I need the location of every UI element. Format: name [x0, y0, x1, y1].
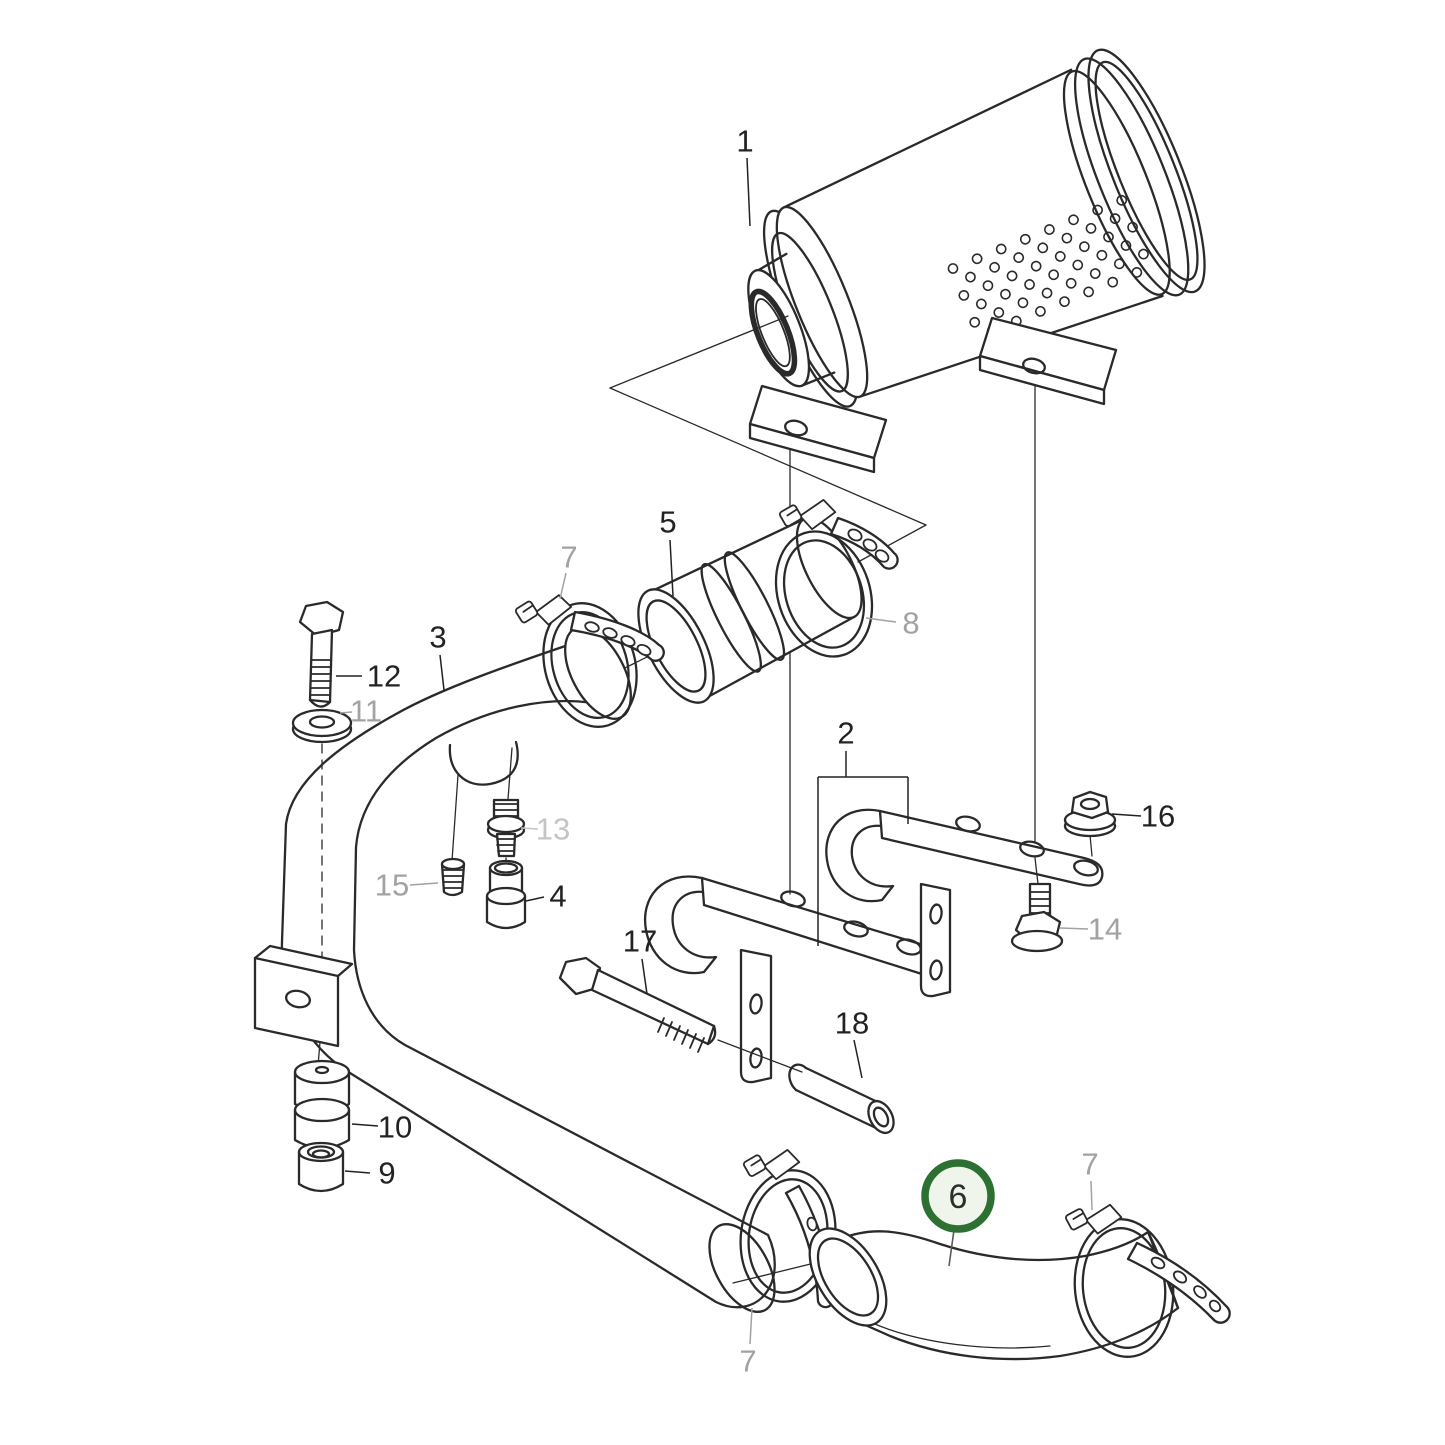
callout-leader-4-10 — [525, 896, 545, 902]
part-callout-18-14[interactable]: 18 — [835, 1006, 869, 1041]
part-callout-6-selected[interactable]: 6 — [949, 1178, 968, 1216]
callout-leader-13-8 — [520, 827, 539, 830]
part-callout-14-12[interactable]: 14 — [1088, 912, 1122, 947]
callout-leader-16-11 — [1111, 813, 1142, 817]
bolt-axis-line — [717, 1039, 803, 1073]
intake-pipe — [280, 626, 776, 1313]
part-callout-11-6[interactable]: 11 — [350, 694, 382, 729]
part-callout-12-5[interactable]: 12 — [367, 659, 401, 694]
washer-11 — [291, 708, 353, 744]
highlight-leader — [948, 1229, 955, 1267]
part-callout-9-16[interactable]: 9 — [378, 1156, 395, 1191]
callout-leader-9-16 — [344, 1170, 371, 1174]
long-bolt-17 — [558, 956, 717, 1053]
callout-leader-3-4 — [439, 654, 445, 691]
clamp-7-lower-right — [1062, 1197, 1231, 1358]
part-callout-1-0[interactable]: 1 — [736, 124, 753, 159]
fitting-13 — [486, 798, 526, 858]
part-callout-7-2[interactable]: 7 — [560, 540, 577, 575]
bracket-left — [643, 875, 951, 1084]
part-callout-3-4[interactable]: 3 — [429, 620, 446, 655]
perforation-band — [947, 194, 1149, 337]
callout-leader-7-2 — [559, 572, 567, 600]
callout-leader-7-18 — [749, 1307, 753, 1345]
callout-leader-7-17 — [1090, 1180, 1093, 1211]
bracket-right — [825, 808, 1104, 998]
callout-leader-17-13 — [641, 958, 648, 995]
part-callout-15-9[interactable]: 15 — [375, 868, 409, 903]
callout-leader-15-9 — [409, 882, 439, 886]
silencer-canister — [609, 48, 1206, 474]
part-callout-5-1[interactable]: 5 — [659, 505, 676, 540]
hex-bolt-12 — [298, 600, 345, 708]
bushing-9 — [297, 1141, 345, 1193]
part-callout-7-18[interactable]: 7 — [739, 1344, 756, 1379]
callout-leader-1-0 — [746, 157, 751, 227]
callout-leader-11-6 — [339, 711, 353, 714]
flange-nut — [1063, 790, 1117, 857]
spacer-18 — [788, 1063, 895, 1135]
part-callout-10-15[interactable]: 10 — [378, 1110, 412, 1145]
rubber-mount-10 — [293, 1059, 351, 1150]
callout-leader-14-12 — [1059, 927, 1089, 930]
flange-bolt — [1010, 857, 1064, 953]
callout-leader-10-15 — [351, 1123, 379, 1127]
callout-leader-2-7 — [817, 751, 909, 946]
canister-foot-left — [748, 384, 888, 474]
hose-connector — [579, 516, 863, 704]
selected-part-marker[interactable] — [921, 1159, 995, 1233]
part-callout-8-3[interactable]: 8 — [902, 606, 919, 641]
part-callout-16-11[interactable]: 16 — [1141, 799, 1175, 834]
elbow-hose-6 — [808, 1227, 1180, 1361]
plug-15 — [440, 857, 466, 897]
hose-clamp-7-upper — [512, 587, 665, 728]
part-callout-2-7[interactable]: 2 — [837, 716, 854, 751]
callout-leader-8-3 — [865, 617, 897, 623]
adapter-4 — [485, 857, 527, 930]
part-callout-17-13[interactable]: 17 — [623, 924, 657, 959]
hose-clamp-8 — [774, 492, 899, 658]
canister-foot-right — [978, 316, 1118, 406]
part-callout-7-17[interactable]: 7 — [1081, 1147, 1098, 1182]
callout-leader-18-14 — [853, 1039, 863, 1079]
part-callout-4-10[interactable]: 4 — [549, 879, 566, 914]
part-callout-13-8[interactable]: 13 — [536, 812, 570, 847]
callout-leader-5-1 — [669, 539, 674, 597]
pipe-foot-bracket — [253, 944, 354, 1048]
